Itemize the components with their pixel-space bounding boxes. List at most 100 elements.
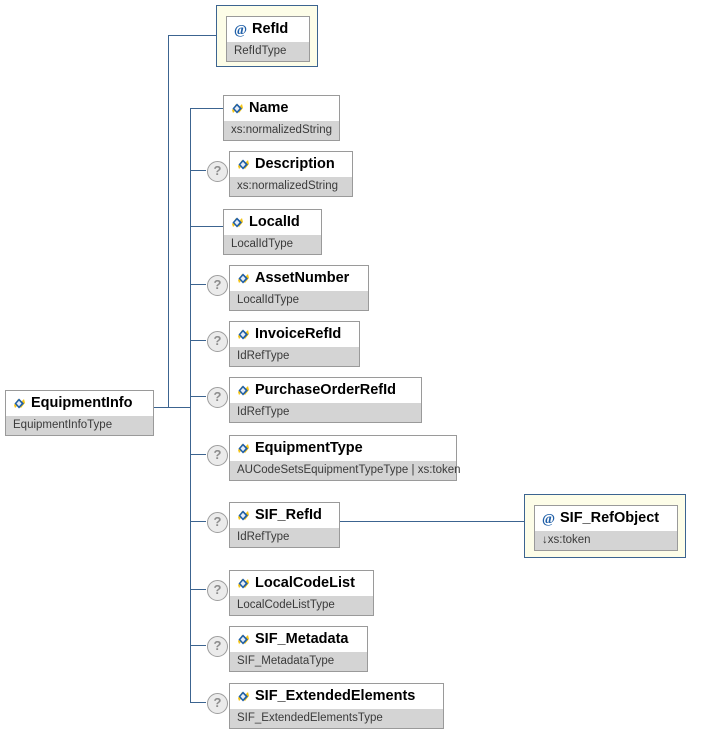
node-invoicerefid-type: IdRefType [230,347,359,366]
node-name-type: xs:normalizedString [224,121,339,140]
node-description-title: Description [230,152,352,177]
connector-branch-name [190,108,223,109]
element-icon [230,101,245,116]
element-icon [236,271,251,286]
node-localid-type: LocalIdType [224,235,321,254]
node-description-label: Description [255,156,335,172]
node-assetnumber[interactable]: AssetNumber LocalIdType [229,265,369,311]
connector-branch-assetnumber [190,284,206,285]
element-icon [236,508,251,523]
element-icon [236,441,251,456]
optional-marker-sifmetadata: ? [207,636,228,657]
node-purchaseorderrefid-title: PurchaseOrderRefId [230,378,421,403]
connector-branch-localid [190,226,223,227]
connector-branch-description [190,170,206,171]
node-refid[interactable]: @ RefId RefIdType [226,16,310,62]
element-icon [236,576,251,591]
node-assetnumber-type: LocalIdType [230,291,368,310]
node-equipmentinfo-type: EquipmentInfoType [6,416,153,435]
connector-attr-trunk [168,35,169,408]
node-refid-type: RefIdType [227,42,309,61]
connector-branch-sifextendedelements [190,702,206,703]
node-assetnumber-label: AssetNumber [255,270,350,286]
node-sifmetadata-label: SIF_Metadata [255,631,349,647]
node-sifrefid-type: IdRefType [230,528,339,547]
node-sifextendedelements[interactable]: SIF_ExtendedElements SIF_ExtendedElement… [229,683,444,729]
node-purchaseorderrefid-type: IdRefType [230,403,421,422]
connector-branch-invoicerefid [190,340,206,341]
node-purchaseorderrefid-label: PurchaseOrderRefId [255,382,397,398]
node-localcodelist-type: LocalCodeListType [230,596,373,615]
attribute-frame-sifrefobject: @ SIF_RefObject ↓xs:token [524,494,686,558]
connector-root-stub [153,407,169,408]
attribute-group-frame: @ RefId RefIdType [216,5,318,67]
node-invoicerefid[interactable]: InvoiceRefId IdRefType [229,321,360,367]
node-localcodelist-title: LocalCodeList [230,571,373,596]
connector-element-trunk [190,108,191,702]
svg-text:@: @ [234,23,247,37]
connector-branch-equipmenttype [190,454,206,455]
node-sifrefid-title: SIF_RefId [230,503,339,528]
optional-marker-invoicerefid: ? [207,331,228,352]
node-sifrefobject[interactable]: @ SIF_RefObject ↓xs:token [534,505,678,551]
optional-marker-description: ? [207,161,228,182]
node-sifrefid-label: SIF_RefId [255,507,322,523]
node-description-type: xs:normalizedString [230,177,352,196]
element-icon [236,689,251,704]
node-equipmentinfo[interactable]: EquipmentInfo EquipmentInfoType [5,390,154,436]
optional-marker-localcodelist: ? [207,580,228,601]
node-purchaseorderrefid[interactable]: PurchaseOrderRefId IdRefType [229,377,422,423]
optional-marker-assetnumber: ? [207,275,228,296]
connector-branch-sifmetadata [190,645,206,646]
optional-marker-sifextendedelements: ? [207,693,228,714]
node-equipmenttype-title: EquipmentType [230,436,456,461]
node-assetnumber-title: AssetNumber [230,266,368,291]
node-description[interactable]: Description xs:normalizedString [229,151,353,197]
svg-text:@: @ [542,512,555,526]
node-invoicerefid-title: InvoiceRefId [230,322,359,347]
node-localcodelist[interactable]: LocalCodeList LocalCodeListType [229,570,374,616]
node-sifrefobject-type: ↓xs:token [535,531,677,550]
element-icon [236,327,251,342]
element-icon [230,215,245,230]
connector-branch-localcodelist [190,589,206,590]
element-icon [236,383,251,398]
node-sifextendedelements-title: SIF_ExtendedElements [230,684,443,709]
optional-marker-equipmenttype: ? [207,445,228,466]
optional-marker-purchaseorderrefid: ? [207,387,228,408]
node-sifrefobject-title: @ SIF_RefObject [535,506,677,531]
node-refid-label: RefId [252,21,289,37]
attribute-icon: @ [541,511,556,526]
node-name[interactable]: Name xs:normalizedString [223,95,340,141]
connector-attr-branch [168,35,216,36]
node-invoicerefid-label: InvoiceRefId [255,326,342,342]
optional-marker-sifrefid: ? [207,512,228,533]
node-equipmenttype-label: EquipmentType [255,440,363,456]
element-icon [12,396,27,411]
node-equipmenttype-type: AUCodeSetsEquipmentTypeType | xs:token [230,461,461,480]
connector-root-to-element-trunk [168,407,191,408]
node-sifmetadata-title: SIF_Metadata [230,627,367,652]
node-equipmentinfo-label: EquipmentInfo [31,395,133,411]
node-sifextendedelements-label: SIF_ExtendedElements [255,688,416,704]
node-refid-title: @ RefId [227,17,309,42]
element-icon [236,632,251,647]
node-sifrefobject-label: SIF_RefObject [560,510,660,526]
node-sifrefid[interactable]: SIF_RefId IdRefType [229,502,340,548]
connector-branch-sifrefid [190,521,206,522]
node-sifmetadata-type: SIF_MetadataType [230,652,367,671]
node-localid[interactable]: LocalId LocalIdType [223,209,322,255]
connector-sifrefid-to-refobject [340,521,524,522]
node-localcodelist-label: LocalCodeList [255,575,355,591]
node-equipmenttype[interactable]: EquipmentType AUCodeSetsEquipmentTypeTyp… [229,435,461,481]
node-sifextendedelements-type: SIF_ExtendedElementsType [230,709,443,728]
connector-branch-purchaseorderrefid [190,396,206,397]
attribute-icon: @ [233,22,248,37]
node-localid-label: LocalId [249,214,300,230]
node-sifmetadata[interactable]: SIF_Metadata SIF_MetadataType [229,626,368,672]
node-name-label: Name [249,100,289,116]
node-localid-title: LocalId [224,210,321,235]
node-equipmentinfo-title: EquipmentInfo [6,391,153,416]
element-icon [236,157,251,172]
